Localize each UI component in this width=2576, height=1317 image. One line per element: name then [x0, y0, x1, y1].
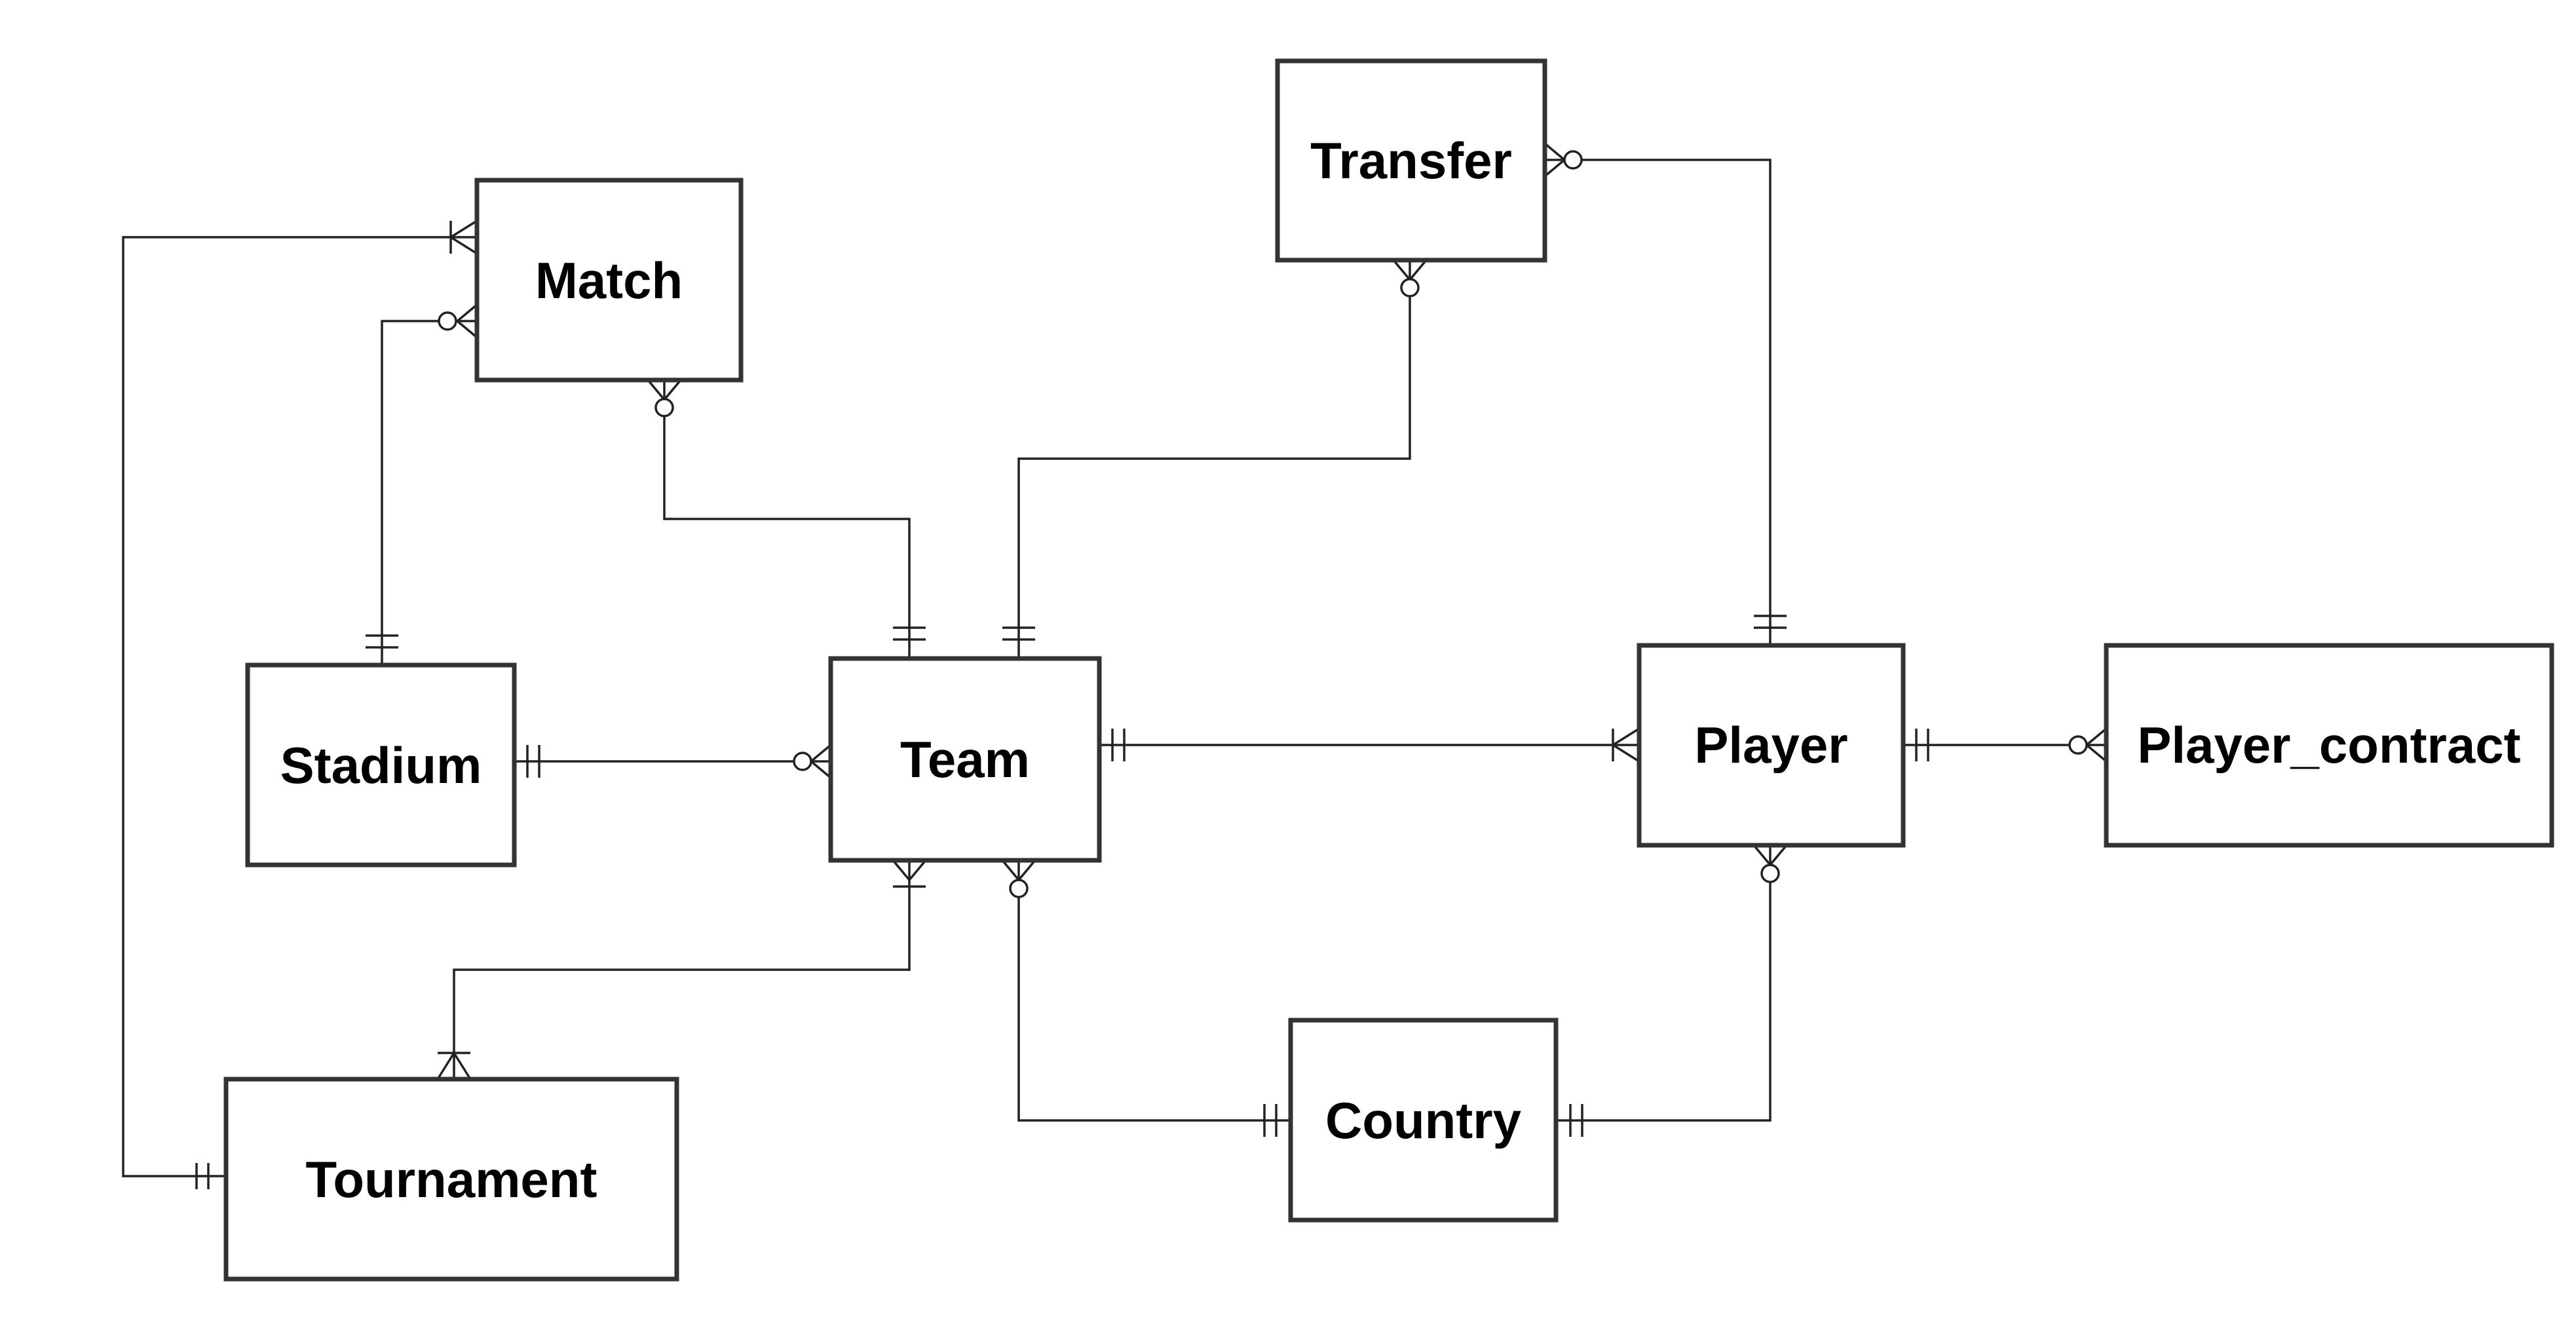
marker-country-one-player	[1569, 1104, 1583, 1137]
marker-match-zero-circle	[438, 311, 457, 331]
marker-team-one-many-tournament	[892, 859, 927, 888]
rel-tournament-match	[122, 236, 477, 1177]
entity-player-contract[interactable]: Player_contract	[2104, 643, 2554, 848]
entity-box	[245, 662, 517, 868]
marker-match-bottom-circle	[654, 398, 674, 417]
marker-team-one-player	[1111, 729, 1126, 761]
entity-label: Player_contract	[2137, 716, 2520, 774]
marker-team-bottom-circle	[1009, 879, 1029, 898]
entity-box	[1637, 643, 1906, 848]
entity-match[interactable]: Match	[474, 178, 744, 383]
cardinality-markers	[195, 142, 2108, 1189]
marker-match-one-many-tournament	[448, 220, 478, 255]
entity-team[interactable]: Team	[828, 656, 1102, 863]
entity-country[interactable]: Country	[1288, 1018, 1559, 1223]
entity-box	[828, 656, 1102, 863]
marker-stadium-one-team	[526, 745, 540, 778]
entity-label: Team	[900, 731, 1030, 788]
marker-country-one-team	[1263, 1104, 1278, 1137]
rel-country-team	[1017, 860, 1291, 1122]
marker-stadium-one-top	[366, 634, 398, 649]
marker-team-one-match	[893, 626, 926, 641]
entity-transfer[interactable]: Transfer	[1275, 58, 1547, 263]
entity-box	[223, 1077, 679, 1282]
marker-contract-circle	[2068, 735, 2088, 755]
rel-team-transfer	[1017, 260, 1411, 658]
entity-label: Country	[1325, 1092, 1521, 1149]
entity-box	[1275, 58, 1547, 263]
entity-label: Transfer	[1310, 132, 1512, 189]
marker-player-one-transfer	[1754, 615, 1787, 629]
rel-stadium-match	[381, 320, 477, 665]
entity-label: Match	[535, 252, 683, 309]
marker-tournament-one-many-team	[436, 1050, 472, 1080]
entity-label: Player	[1694, 716, 1847, 774]
rel-player-transfer	[1545, 159, 1771, 645]
entity-tournament[interactable]: Tournament	[223, 1077, 679, 1282]
marker-team-one-transfer	[1002, 626, 1035, 641]
entity-box	[474, 178, 744, 383]
marker-transfer-right-circle	[1563, 150, 1583, 170]
rel-team-match	[663, 380, 911, 658]
marker-player-one-many-team	[1610, 727, 1640, 763]
entity-player[interactable]: Player	[1637, 643, 1906, 848]
marker-team-left-circle	[793, 752, 812, 771]
rel-team-tournament	[453, 860, 911, 1079]
entity-stadium[interactable]: Stadium	[245, 662, 517, 868]
marker-player-one-contract	[1915, 729, 1929, 761]
rel-country-player	[1556, 845, 1771, 1122]
marker-match-zero-many-stadium	[455, 303, 478, 339]
entity-label: Tournament	[306, 1151, 597, 1208]
entity-box	[2104, 643, 2554, 848]
entity-box	[1288, 1018, 1559, 1223]
marker-transfer-bottom-circle	[1400, 278, 1420, 297]
marker-tournament-one	[195, 1163, 210, 1189]
relationship-lines	[122, 159, 2106, 1177]
marker-player-bottom-circle	[1760, 864, 1780, 883]
entity-label: Stadium	[280, 736, 482, 794]
